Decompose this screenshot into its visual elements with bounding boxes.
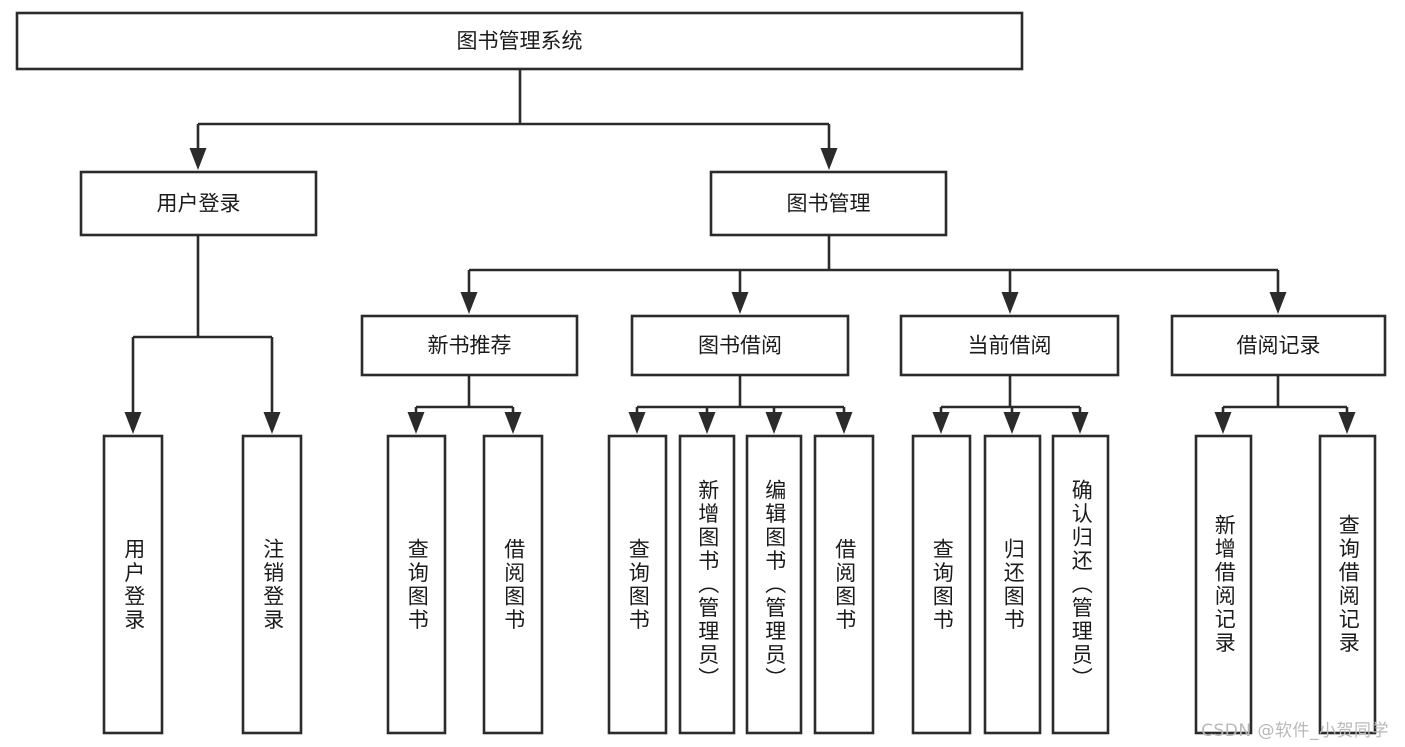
node-root-label: 图书管理系统 xyxy=(457,29,583,53)
book-manage-bus-arrow-0 xyxy=(460,292,478,314)
node-level3-label-0: 新书推荐 xyxy=(428,334,512,358)
book-borrow-bus-arrow-3 xyxy=(835,412,853,434)
user-login-bus xyxy=(124,235,281,434)
current-borrow-bus-arrow-1 xyxy=(1003,412,1021,434)
user-login-bus-arrow-1 xyxy=(263,412,281,434)
node-leaf-4[interactable] xyxy=(607,434,668,735)
box-layer xyxy=(15,11,1387,735)
node-level3-label-3: 借阅记录 xyxy=(1237,334,1321,358)
new-book-bus-arrow-1 xyxy=(504,412,522,434)
current-borrow-bus xyxy=(932,375,1089,434)
current-borrow-bus-arrow-0 xyxy=(932,412,950,434)
book-borrow-bus-arrow-0 xyxy=(628,412,646,434)
new-book-bus-arrow-0 xyxy=(407,412,425,434)
watermark: CSDN @软件_小贺同学 xyxy=(1201,721,1389,741)
new-book-bus xyxy=(407,375,522,434)
book-manage-bus xyxy=(460,235,1287,314)
node-level3-3[interactable] xyxy=(1170,314,1387,377)
borrow-record-bus-arrow-0 xyxy=(1214,412,1232,434)
node-leaf-8[interactable] xyxy=(911,434,972,735)
root-bus-arrow-1 xyxy=(820,148,838,170)
node-level2-label-1: 图书管理 xyxy=(787,192,871,216)
node-leaf-7[interactable] xyxy=(813,434,875,735)
node-leaf-9[interactable] xyxy=(983,434,1042,735)
connector-layer xyxy=(124,69,1356,434)
node-level3-label-2: 当前借阅 xyxy=(968,334,1052,358)
node-leaf-1[interactable] xyxy=(241,434,303,735)
node-leaf-11[interactable] xyxy=(1194,434,1253,735)
root-bus-arrow-0 xyxy=(189,148,207,170)
node-root[interactable] xyxy=(15,11,1024,71)
user-login-bus-arrow-0 xyxy=(124,412,142,434)
node-level3-label-1: 图书借阅 xyxy=(698,334,782,358)
book-borrow-bus xyxy=(628,375,853,434)
current-borrow-bus-arrow-2 xyxy=(1071,412,1089,434)
node-level2-1[interactable] xyxy=(709,170,948,237)
node-leaf-0[interactable] xyxy=(102,434,164,735)
node-level2-0[interactable] xyxy=(79,170,318,237)
borrow-record-bus-arrow-1 xyxy=(1338,412,1356,434)
node-leaf-12[interactable] xyxy=(1318,434,1377,735)
book-manage-bus-arrow-1 xyxy=(731,292,749,314)
book-manage-bus-arrow-3 xyxy=(1269,292,1287,314)
node-leaf-3[interactable] xyxy=(482,434,544,735)
node-leaf-5[interactable] xyxy=(678,434,736,735)
node-leaf-10[interactable] xyxy=(1051,434,1110,735)
root-bus xyxy=(189,69,838,170)
node-leaf-2[interactable] xyxy=(386,434,447,735)
node-level3-2[interactable] xyxy=(899,314,1120,377)
book-borrow-bus-arrow-2 xyxy=(765,412,783,434)
node-level3-1[interactable] xyxy=(630,314,850,377)
node-leaf-6[interactable] xyxy=(745,434,803,735)
book-borrow-bus-arrow-1 xyxy=(698,412,716,434)
node-level2-label-0: 用户登录 xyxy=(157,192,241,216)
book-manage-bus-arrow-2 xyxy=(1001,292,1019,314)
borrow-record-bus xyxy=(1214,375,1356,434)
node-level3-0[interactable] xyxy=(360,314,579,377)
